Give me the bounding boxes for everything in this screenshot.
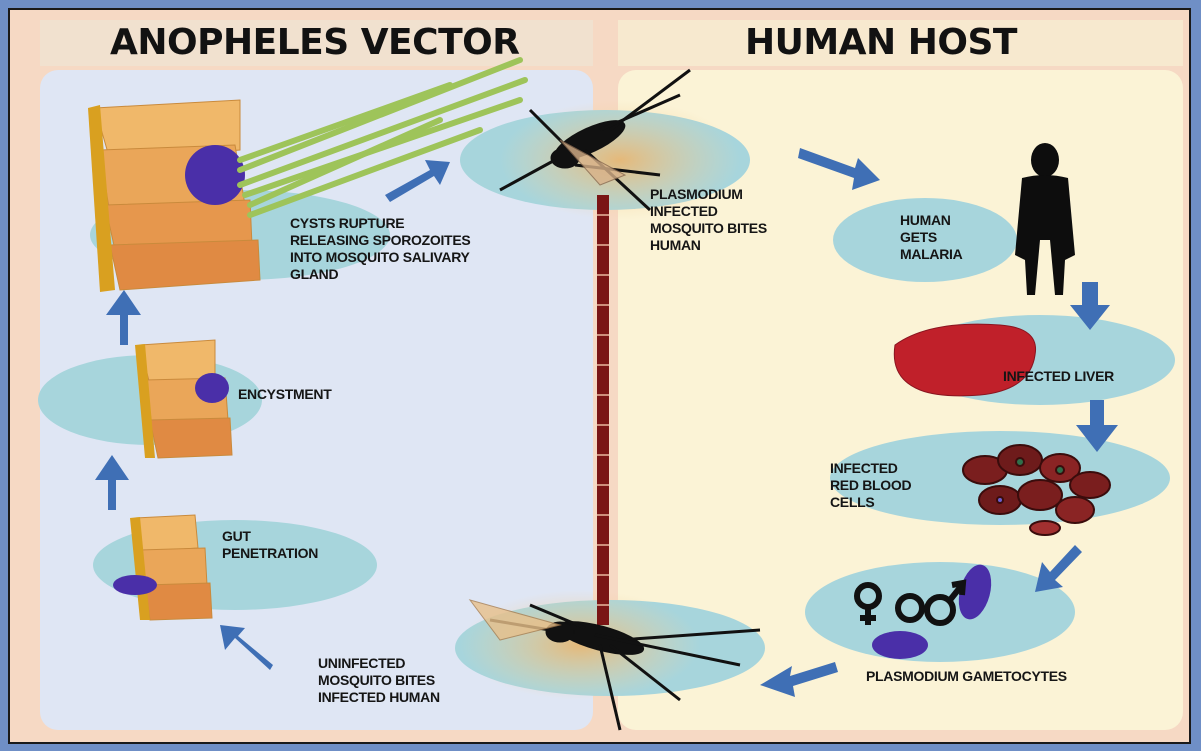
arrow-up-2 (106, 290, 141, 345)
title-anopheles-vector: ANOPHELES VECTOR (110, 22, 519, 63)
bottom-mosquito-glow (460, 590, 700, 700)
arrow-to-uninfected (760, 662, 838, 697)
label-encystment: ENCYSTMENT (238, 386, 331, 403)
label-infected-liver: INFECTED LIVER (1003, 368, 1114, 385)
ellipse-gametocytes (805, 562, 1075, 662)
arrow-to-gut (220, 625, 273, 670)
ookinete-penetrating (113, 575, 157, 595)
cyst-rupturing (185, 145, 245, 205)
label-infected-bite: PLASMODIUM INFECTED MOSQUITO BITES HUMAN (650, 186, 767, 254)
arrow-to-human (798, 148, 880, 190)
arrow-to-mosquito (385, 160, 450, 202)
label-human-malaria: HUMAN GETS MALARIA (900, 212, 962, 263)
label-infected-rbc: INFECTED RED BLOOD CELLS (830, 460, 911, 511)
gut-wall-top (88, 100, 260, 292)
label-cysts-rupture: CYSTS RUPTURE RELEASING SPOROZOITES INTO… (290, 215, 470, 283)
cyst-encysted (195, 373, 229, 403)
label-gut-penetration: GUT PENETRATION (222, 528, 318, 562)
arrow-to-gametocytes (1035, 545, 1082, 592)
gut-wall-middle (135, 340, 232, 458)
liver-icon (894, 324, 1035, 396)
human-silhouette-icon (1015, 143, 1075, 295)
vertical-divider (597, 195, 609, 625)
arrow-up-1 (95, 455, 129, 510)
label-uninfected-bite: UNINFECTED MOSQUITO BITES INFECTED HUMAN (318, 655, 440, 706)
label-gametocytes: PLASMODIUM GAMETOCYTES (866, 668, 1067, 685)
title-human-host: HUMAN HOST (745, 22, 1017, 63)
